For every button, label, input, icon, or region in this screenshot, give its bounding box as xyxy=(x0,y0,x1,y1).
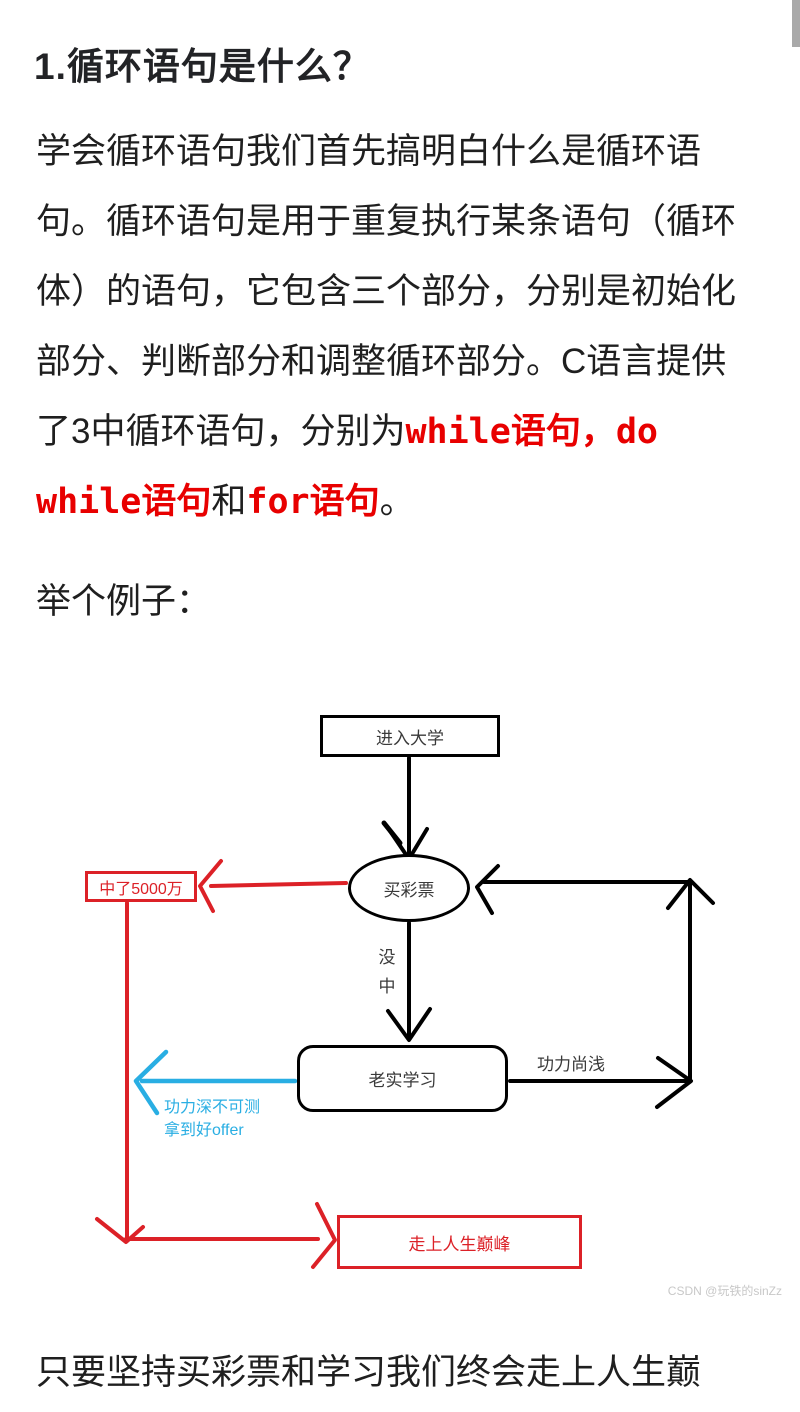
loop-flowchart: 进入大学 买彩票 老实学习 中了5000万 走上人生巅峰 没 中 功力尚浅 功力… xyxy=(0,690,800,1312)
paragraph-segment: do while语句 xyxy=(36,412,658,522)
arrowhead-down-study xyxy=(386,1007,432,1042)
intro-paragraph: 学会循环语句我们首先搞明白什么是循环语句。循环语句是用于重复执行某条语句（循环体… xyxy=(36,117,742,537)
arrowhead-up-loop xyxy=(666,878,715,910)
paragraph-segment: for语句 xyxy=(246,482,380,522)
node-buy-lottery-label: 买彩票 xyxy=(383,880,435,900)
scrollbar-thumb[interactable] xyxy=(792,0,800,47)
node-life-peak-label: 走上人生巅峰 xyxy=(408,1234,511,1254)
paragraph-segment: 和 xyxy=(211,482,247,521)
edge-label-good-offer: 功力深不可测 拿到好offer xyxy=(164,1096,260,1142)
arrow-lottery-to-won xyxy=(209,881,348,888)
page-title: 1.循环语句是什么？ xyxy=(34,46,371,87)
edge-label-skill-deep-line: 功力深不可测 xyxy=(164,1099,261,1116)
node-study-honestly: 老实学习 xyxy=(297,1045,508,1112)
paragraph-segment: ， xyxy=(580,412,616,452)
footer-text: 只要坚持买彩票和学习我们终会走上人生巅 xyxy=(36,1353,702,1392)
edge-label-no-win-char2: 中 xyxy=(378,977,396,996)
arrowhead-left-offer xyxy=(133,1049,169,1116)
paragraph-segment: 学会循环语句我们首先搞明白什么是循环语句。循环语句是用于重复执行某条语句（循环体… xyxy=(36,132,737,451)
edge-label-skill-shallow: 功力尚浅 xyxy=(537,1055,605,1074)
node-study-honestly-label: 老实学习 xyxy=(368,1071,437,1090)
flowchart-arrows xyxy=(95,756,715,1269)
csdn-watermark: CSDN @玩铁的sinZz xyxy=(667,1284,782,1298)
node-enter-university-label: 进入大学 xyxy=(376,728,444,748)
arrowhead-down-red-corner xyxy=(95,1217,145,1244)
paragraph-segment: while语句 xyxy=(405,412,581,452)
node-won-50-million-label: 中了5000万 xyxy=(99,880,183,898)
arrowhead-down-lottery-extra xyxy=(381,820,403,846)
edge-label-good-offer-line: 拿到好offer xyxy=(164,1122,244,1139)
paragraph-segment: 。 xyxy=(379,482,415,521)
node-won-50-million: 中了5000万 xyxy=(85,871,197,902)
arrowhead-left-lottery xyxy=(475,864,500,915)
arrowhead-right-peak xyxy=(311,1202,337,1269)
node-enter-university: 进入大学 xyxy=(320,715,500,757)
node-buy-lottery: 买彩票 xyxy=(348,854,470,922)
edge-label-no-win-char1: 没 xyxy=(378,948,396,967)
example-label: 举个例子： xyxy=(36,582,212,621)
edge-label-no-win: 没 中 xyxy=(370,943,404,1001)
arrowhead-left-won xyxy=(198,859,223,913)
node-life-peak: 走上人生巅峰 xyxy=(337,1215,582,1269)
